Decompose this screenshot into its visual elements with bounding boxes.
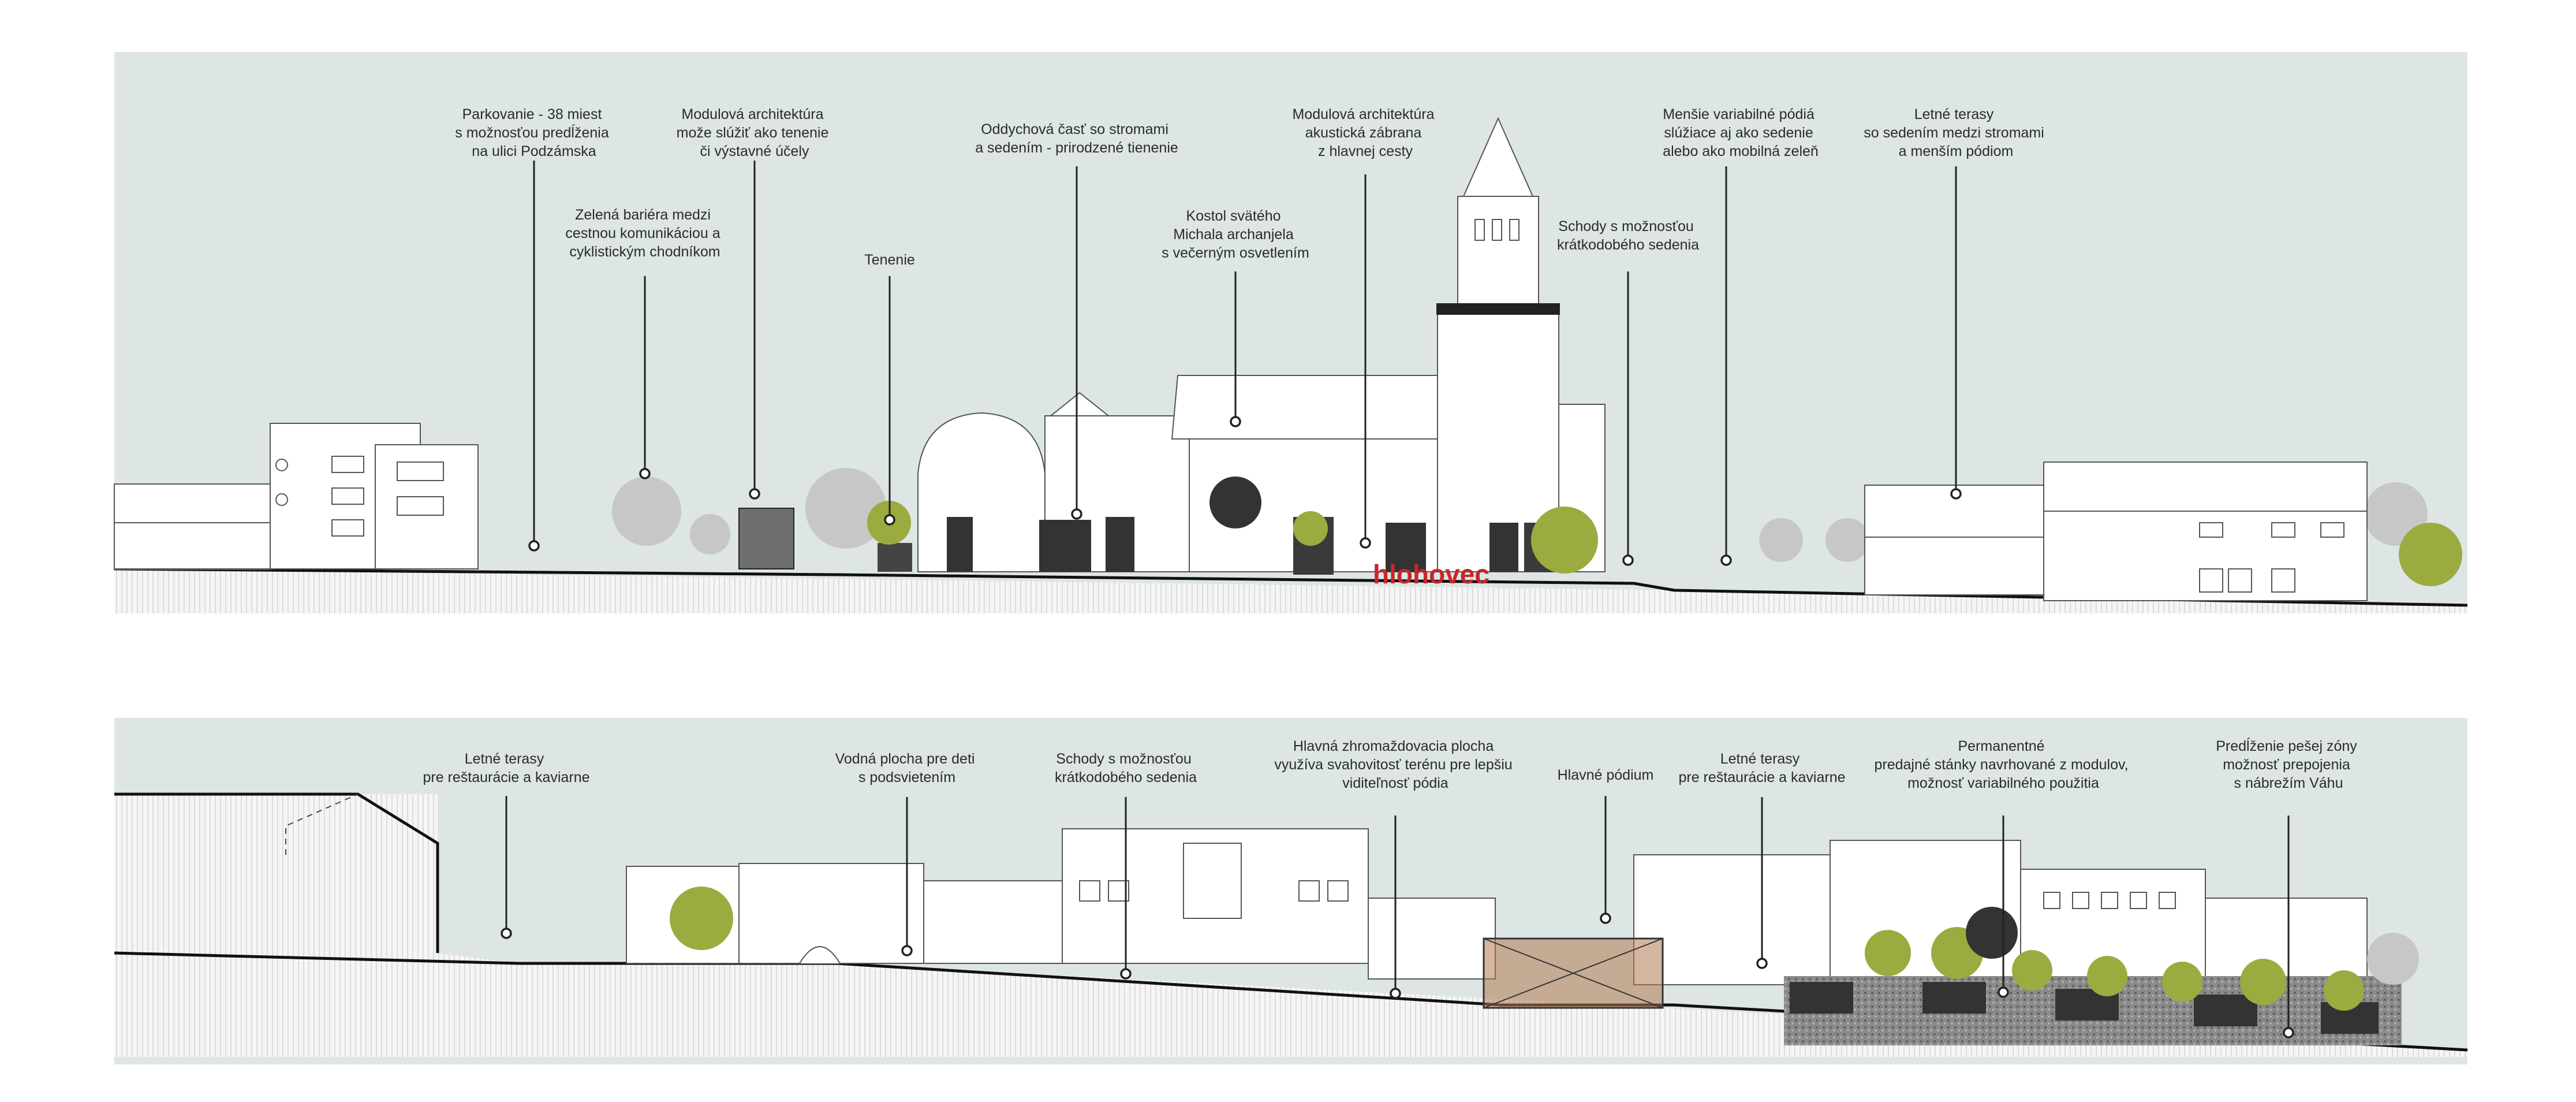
main-stage xyxy=(1483,937,1664,1009)
callout-pedestrian-zone: Predĺženie pešej zóny možnosť prepojenia… xyxy=(2216,737,2361,791)
callout-green-barrier: Zelená bariéra medzi cestnou komunikácio… xyxy=(565,207,724,260)
callout-marker xyxy=(884,514,895,526)
callout-marker xyxy=(1756,958,1768,969)
top-callout-labels: Parkovanie - 38 miest s možnosťou predĺž… xyxy=(455,106,2048,268)
callout-market-stalls: Permanentné predajné stánky navrhované z… xyxy=(1874,738,2132,791)
callout-marker xyxy=(1120,968,1132,980)
callout-marker xyxy=(749,488,760,500)
right-buildings xyxy=(1864,461,2368,601)
callout-marker xyxy=(639,468,651,479)
callout-marker xyxy=(1600,913,1611,924)
left-embankment xyxy=(114,794,438,967)
callout-marker xyxy=(901,945,913,956)
callout-marker xyxy=(2283,1027,2294,1038)
callout-marker xyxy=(1720,554,1732,566)
callout-summer-terraces-top: Letné terasy so sedením medzi stromami a… xyxy=(1864,106,2048,159)
callout-marker xyxy=(528,540,540,552)
embankment-line xyxy=(114,792,439,953)
callout-modular-shade: Modulová architektúra može slúžiť ako te… xyxy=(677,106,833,159)
market-stalls xyxy=(1784,976,2402,1045)
modular-pavilions xyxy=(738,508,1553,575)
callout-terraces-right: Letné terasy pre reštaurácie a kaviarne xyxy=(1678,751,1845,785)
hlohovec-sign: hlohovec xyxy=(1373,559,1489,589)
callout-marker xyxy=(1998,986,2009,998)
callout-acoustic-barrier: Modulová architektúra akustická zábrana … xyxy=(1293,106,1439,159)
top-ground xyxy=(114,569,2467,613)
callout-marker xyxy=(1622,554,1634,566)
callout-terraces-left: Letné terasy pre reštaurácie a kaviarne xyxy=(423,751,589,785)
bottom-trees xyxy=(670,887,2419,1011)
bottom-callout-labels: Letné terasy pre reštaurácie a kaviarne … xyxy=(423,737,2361,791)
callout-marker xyxy=(1360,537,1371,549)
bottom-callout-leaders xyxy=(501,796,2294,1038)
callout-small-stages: Menšie variabilné pódiá slúžiace aj ako … xyxy=(1663,106,1819,159)
callout-marker xyxy=(1071,508,1082,520)
callout-assembly-area: Hlavná zhromaždovacia plocha využíva sva… xyxy=(1274,738,1516,791)
callout-marker xyxy=(1390,988,1401,999)
top-callout-leaders xyxy=(528,161,1962,566)
left-buildings xyxy=(114,423,479,570)
callout-marker xyxy=(501,928,512,939)
callout-church: Kostol svätého Michala archanjela s veče… xyxy=(1162,208,1309,261)
top-section: hlohovec xyxy=(114,52,2468,613)
callout-marker xyxy=(1230,416,1241,427)
callout-rest-area: Oddychová časť so stromami a sedením - p… xyxy=(975,121,1178,156)
callout-main-stage: Hlavné pódium xyxy=(1558,767,1654,783)
callout-water-area: Vodná plocha pre deti s podsvietením xyxy=(835,751,979,785)
bottom-buildings xyxy=(626,828,2368,1008)
callout-parking: Parkovanie - 38 miest s možnosťou predĺž… xyxy=(455,106,613,159)
callout-stairs-bottom: Schody s možnosťou krátkodobého sedenia xyxy=(1055,751,1197,785)
callout-stairs-top: Schody s možnosťou krátkodobého sedenia xyxy=(1557,218,1699,253)
callout-shading: Tenenie xyxy=(864,252,915,268)
callout-marker xyxy=(1950,488,1962,500)
